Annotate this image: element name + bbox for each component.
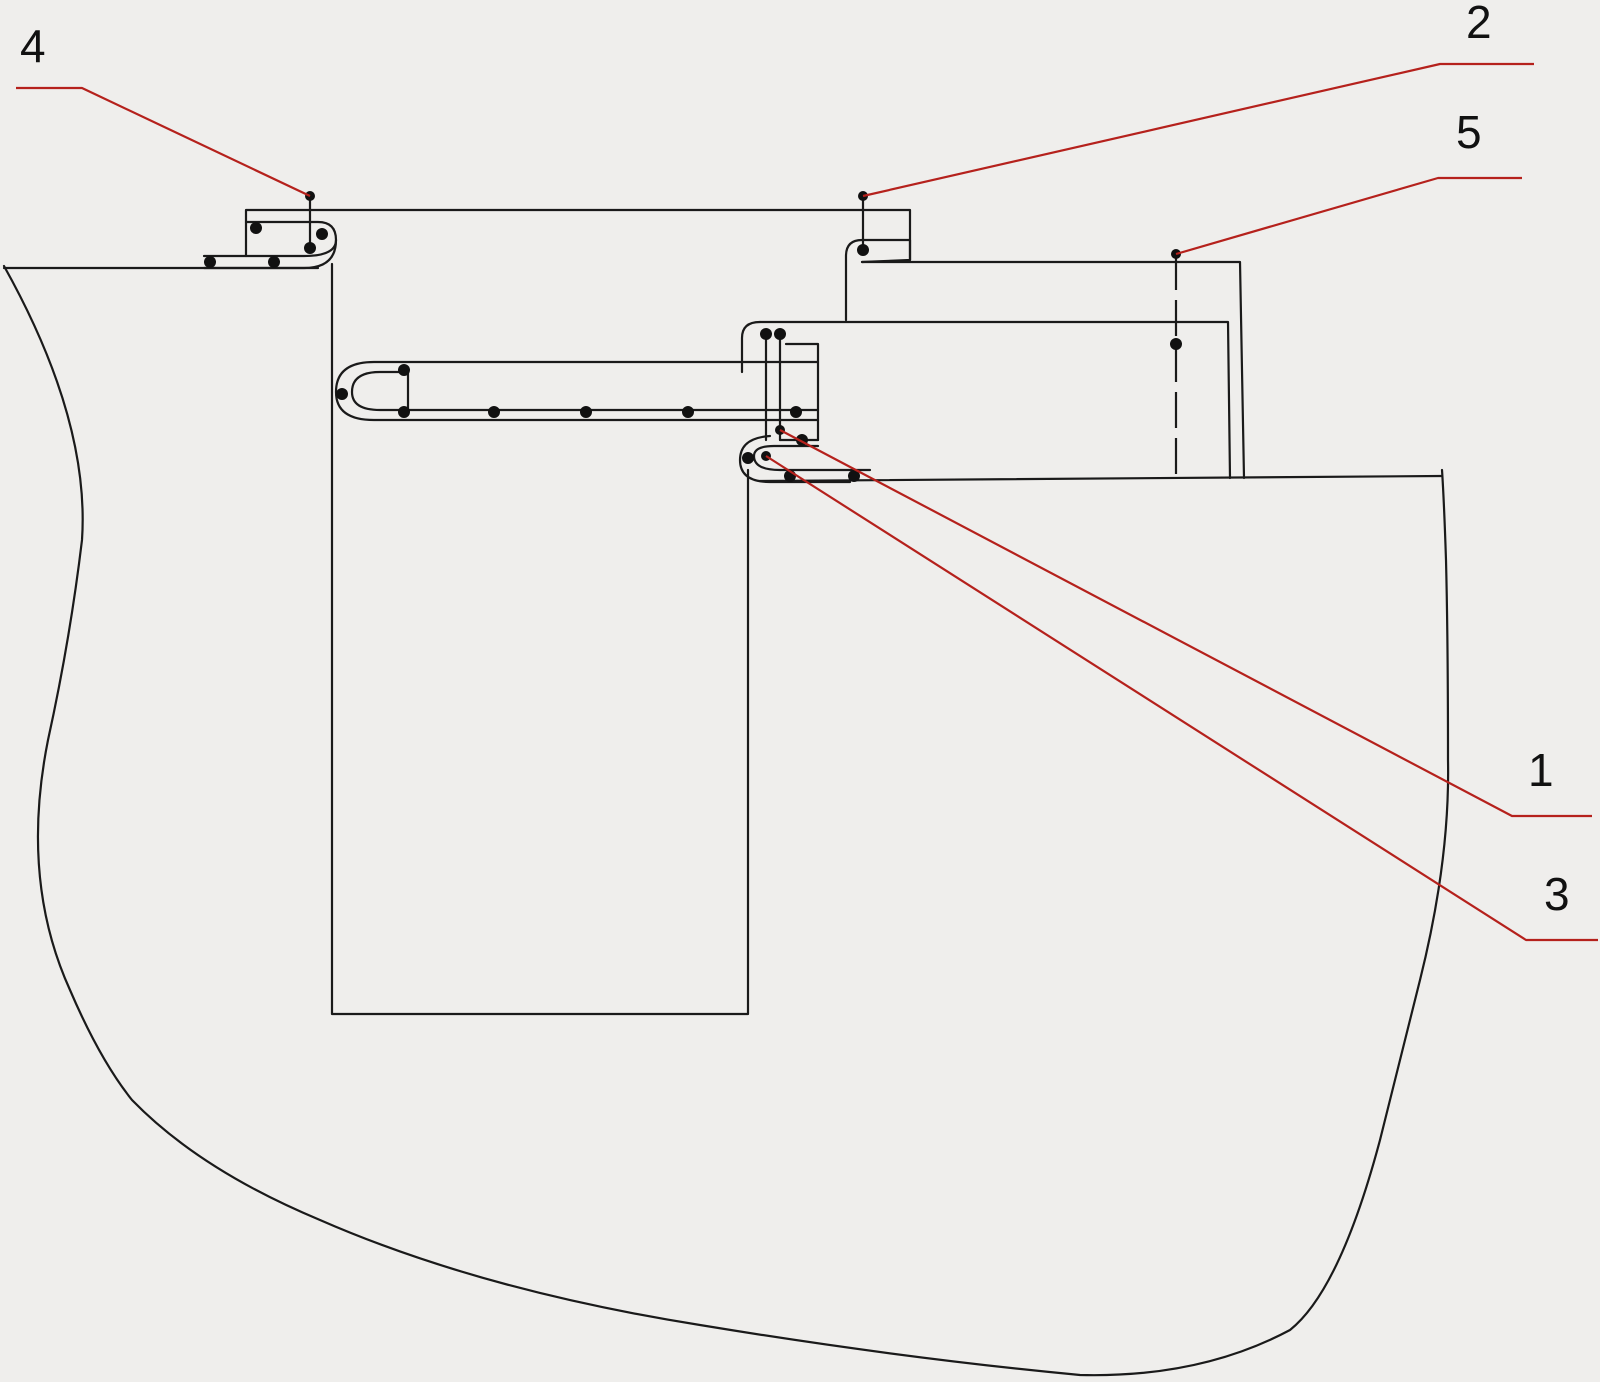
callout-label-4: 4 xyxy=(20,20,46,72)
stitch-dot xyxy=(1170,338,1182,350)
stitch-dots xyxy=(204,191,1182,482)
leader-line-5 xyxy=(1175,176,1522,256)
welt-1-box xyxy=(740,320,762,374)
panel-top-right-edge xyxy=(758,474,1444,483)
stitch-dot xyxy=(790,406,802,418)
garment-panel-outline xyxy=(2,264,1450,1377)
stitch-dot xyxy=(398,406,410,418)
welt-4-fold xyxy=(244,208,912,262)
middle-welt-strip xyxy=(334,360,820,422)
middle-welt-inner xyxy=(350,370,820,412)
pocket-bag xyxy=(330,262,750,1016)
welt-4-hook xyxy=(202,220,338,258)
stitch-dot xyxy=(857,244,869,256)
stitch-dot xyxy=(488,406,500,418)
welt-4-hook-outer xyxy=(202,238,338,270)
stitch-dot xyxy=(742,452,754,464)
stitch-dot xyxy=(580,406,592,418)
leader-lines xyxy=(16,62,1598,942)
callout-label-1: 1 xyxy=(1528,744,1554,796)
leader-line-3 xyxy=(765,455,1598,942)
stitch-dot xyxy=(848,470,860,482)
stitch-dot xyxy=(250,222,262,234)
stitch-dot xyxy=(304,242,316,254)
stitch-dot xyxy=(336,388,348,400)
stitch-dot xyxy=(204,256,216,268)
facing-3-outer xyxy=(738,434,852,484)
stitch-dot xyxy=(398,364,410,376)
stitch-dot xyxy=(316,228,328,240)
facing-3-fold xyxy=(752,444,872,472)
stitch-dot xyxy=(268,256,280,268)
stitch-dot xyxy=(760,328,772,340)
callout-label-5: 5 xyxy=(1456,106,1482,158)
flap-5-outer xyxy=(860,260,1246,480)
stitch-dot xyxy=(682,406,694,418)
flap-5-inner xyxy=(758,320,1232,480)
facing-2-fold xyxy=(844,238,912,322)
welt-1-right xyxy=(784,342,820,442)
leader-line-4 xyxy=(16,86,311,197)
callout-label-3: 3 xyxy=(1544,868,1570,920)
stitch-dot xyxy=(774,328,786,340)
leader-line-2 xyxy=(862,62,1534,198)
leader-line-1 xyxy=(779,429,1592,818)
callout-label-2: 2 xyxy=(1466,0,1492,48)
